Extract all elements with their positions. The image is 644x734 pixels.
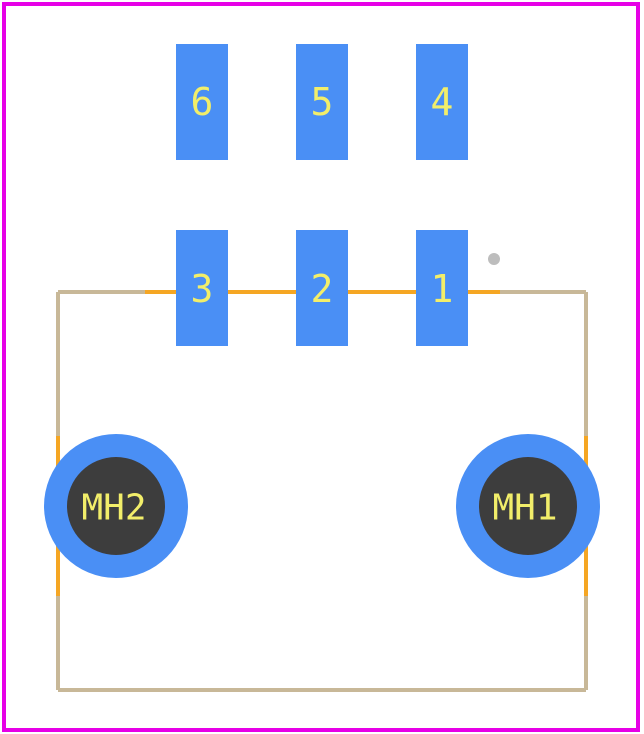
drill-hole bbox=[479, 457, 577, 555]
pad-label: 1 bbox=[431, 267, 454, 311]
pad-1[interactable]: 1 bbox=[416, 230, 468, 346]
mounting-hole-mh2[interactable]: MH2 bbox=[44, 434, 188, 578]
pad-label: 3 bbox=[191, 267, 214, 311]
drill-hole bbox=[67, 457, 165, 555]
pad-4[interactable]: 4 bbox=[416, 44, 468, 160]
pad-6[interactable]: 6 bbox=[176, 44, 228, 160]
pad-label: 5 bbox=[311, 80, 334, 124]
pin1-marker bbox=[488, 253, 500, 265]
pad-label: 2 bbox=[311, 267, 334, 311]
mh-label: MH2 bbox=[81, 488, 146, 529]
mh-label: MH1 bbox=[492, 488, 557, 529]
pad-2[interactable]: 2 bbox=[296, 230, 348, 346]
pad-label: 4 bbox=[431, 80, 454, 124]
pad-label: 6 bbox=[191, 80, 214, 124]
pad-3[interactable]: 3 bbox=[176, 230, 228, 346]
mounting-hole-mh1[interactable]: MH1 bbox=[456, 434, 600, 578]
pad-5[interactable]: 5 bbox=[296, 44, 348, 160]
